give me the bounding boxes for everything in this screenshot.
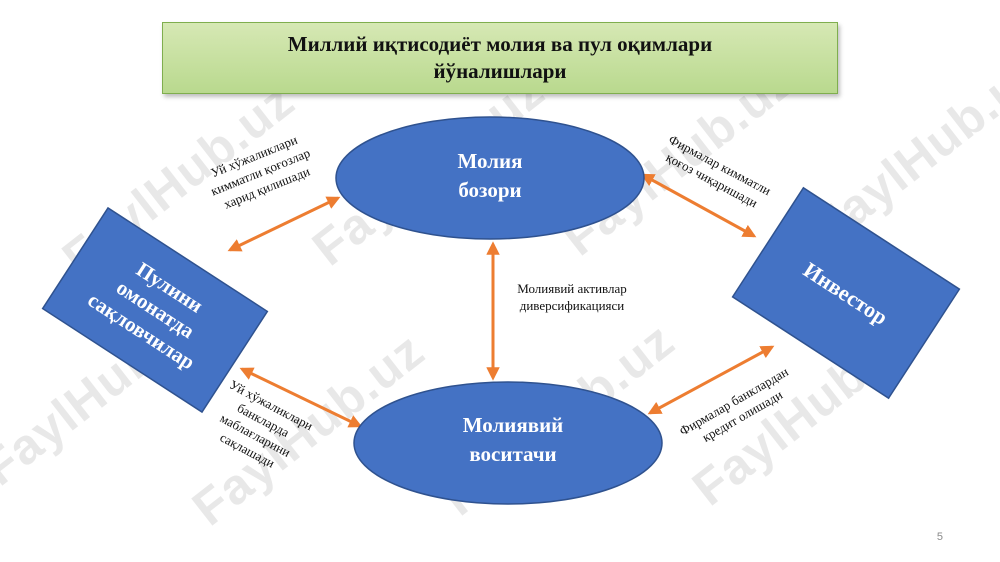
title-line-1: Миллий иқтисодиёт молия ва пул оқимлари [287,32,713,56]
node-intermediary-line-2: воситачи [469,442,556,466]
node-market: Молия бозори [335,116,645,240]
page-number: 5 [936,531,943,543]
node-intermediary: Молиявий воситачи [353,381,663,505]
arrow-savers-market [227,196,341,252]
arrow-market-investor [640,173,757,238]
label-firms-issue: Фирмалар кимматли қоғоз чиқаришади [664,132,774,211]
node-market-line-2: бозори [458,178,521,202]
arrow-intermediary-investor [647,345,775,415]
node-investor: Инвестор [731,186,961,400]
label-diversification-line-2: диверсификацияси [520,298,625,313]
title-line-2: йўналишлари [433,59,567,83]
arrow-savers-intermediary [239,367,363,428]
node-savers: Пулини омонатда сақловчилар [41,206,269,414]
label-firms-credit: Фирмалар банклардан кредит олишади [677,364,791,445]
label-households-save: Уй хўжаликлари банкларда маблағларини са… [218,377,316,471]
label-diversification: Молиявий активлар диверсификацияси [517,281,627,313]
label-households-buy: Уй хўжаликлари кимматли қоғозлар харид қ… [208,132,312,212]
label-diversification-line-1: Молиявий активлар [517,281,627,296]
node-market-line-1: Молия [457,149,522,173]
title-box: Миллий иқтисодиёт молия ва пул оқимлари … [162,22,838,94]
node-intermediary-line-1: Молиявий [463,413,564,437]
